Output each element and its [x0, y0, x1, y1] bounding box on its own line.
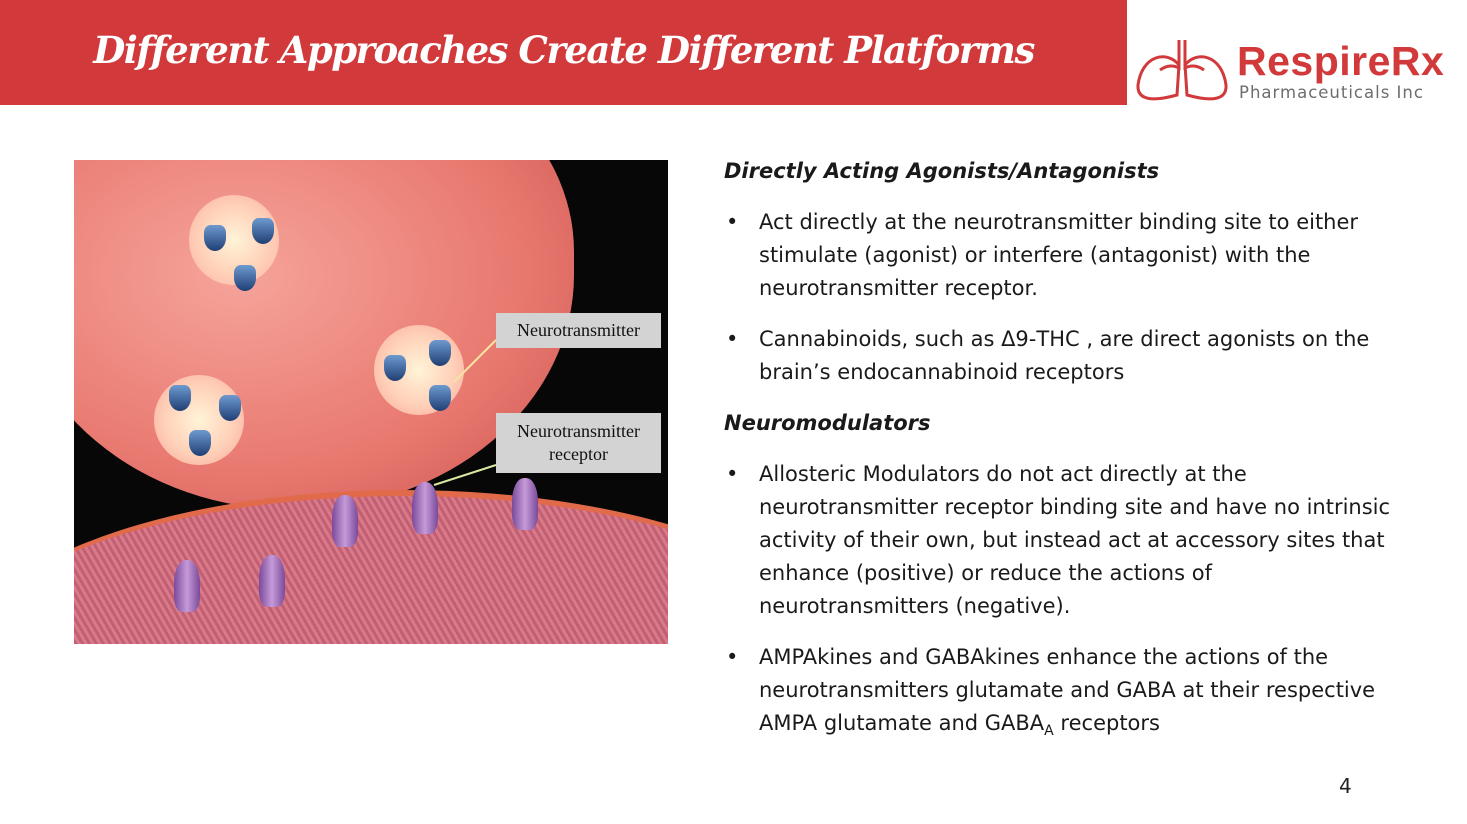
bullet-item: • AMPAkines and GABAkines enhance the act… [724, 641, 1404, 748]
subscript: A [1044, 723, 1054, 740]
label-text: Neurotransmitter [517, 421, 640, 441]
neurotransmitter-molecule [204, 225, 226, 251]
bullet-icon: • [726, 210, 739, 234]
bullet-text-tail: receptors [1053, 711, 1160, 735]
lungs-icon [1136, 40, 1228, 101]
neurotransmitter-molecule [384, 355, 406, 381]
slide-body: Directly Acting Agonists/Antagonists • Ac… [724, 155, 1404, 766]
slide-title: Different Approaches Create Different Pl… [93, 28, 1035, 72]
logo-subtitle: Pharmaceuticals Inc [1239, 83, 1424, 102]
bullet-icon: • [726, 645, 739, 669]
section-heading: Neuromodulators [724, 411, 931, 435]
postsynaptic-membrane [74, 490, 668, 644]
receptor [174, 560, 200, 612]
company-logo: RespireRx Pharmaceuticals Inc [1132, 30, 1462, 105]
section-heading: Directly Acting Agonists/Antagonists [724, 159, 1160, 183]
bullet-text: Cannabinoids, such as Δ9-THC , are direc… [759, 327, 1370, 384]
title-banner: Different Approaches Create Different Pl… [0, 0, 1127, 105]
bullet-item: • Act directly at the neurotransmitter bi… [724, 206, 1404, 305]
pointer-arrows [433, 339, 497, 486]
neurotransmitter-molecule [429, 385, 451, 411]
bullet-text: AMPAkines and GABAkines enhance the acti… [759, 645, 1376, 735]
neurotransmitter-molecule [219, 395, 241, 421]
receptor-label: Neurotransmitter receptor [496, 413, 661, 473]
page-number: 4 [1339, 774, 1352, 798]
bullet-icon: • [726, 327, 739, 351]
label-text: receptor [549, 444, 608, 464]
bullet-text: Act directly at the neurotransmitter bin… [759, 210, 1359, 300]
label-text: Neurotransmitter [517, 320, 640, 340]
receptor [512, 478, 538, 530]
neurotransmitter-molecule [169, 385, 191, 411]
neurotransmitter-molecule [189, 430, 211, 456]
logo-name: RespireRx [1237, 38, 1445, 84]
receptor [259, 555, 285, 607]
synapse-illustration: Neurotransmitter Neurotransmitter recepto… [74, 160, 668, 644]
neurotransmitter-molecule [234, 265, 256, 291]
bullet-text: Allosteric Modulators do not act directl… [759, 462, 1391, 618]
bullet-item: • Allosteric Modulators do not act direct… [724, 458, 1404, 623]
receptor [332, 495, 358, 547]
bullet-item: • Cannabinoids, such as Δ9-THC , are dire… [724, 323, 1404, 389]
bullet-icon: • [726, 462, 739, 486]
neurotransmitter-label: Neurotransmitter [496, 313, 661, 348]
neurotransmitter-molecule [429, 340, 451, 366]
neurotransmitter-molecule [252, 218, 274, 244]
receptor [412, 482, 438, 534]
